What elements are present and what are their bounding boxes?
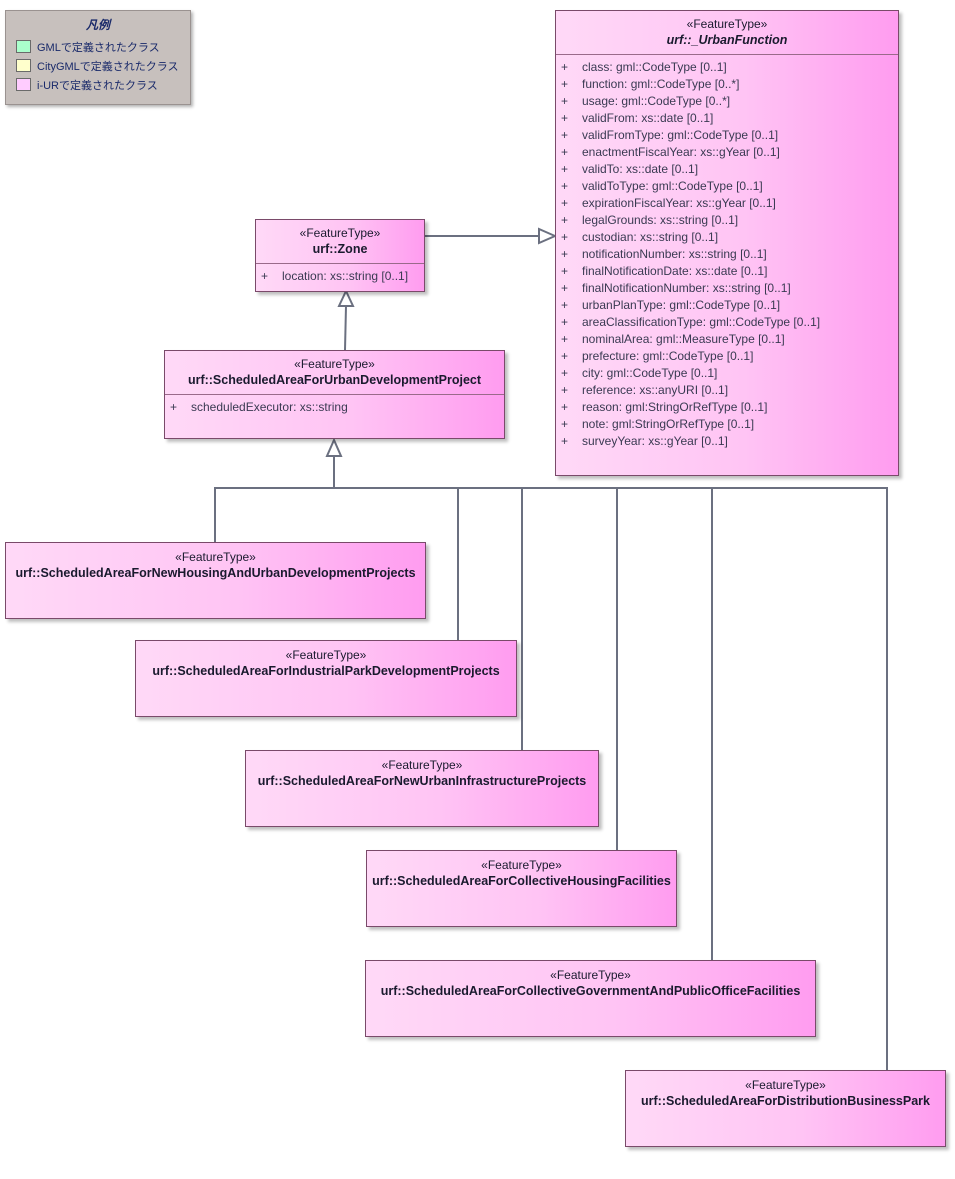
- stereotype-label: «FeatureType»: [686, 17, 768, 31]
- attribute-row: +enactmentFiscalYear: xs::gYear [0..1]: [561, 145, 780, 159]
- class-new-housing-urban-development[interactable]: «FeatureType» urf::ScheduledAreaForNewHo…: [5, 542, 426, 619]
- stereotype-label: «FeatureType»: [285, 648, 367, 662]
- class-collective-government-public-office[interactable]: «FeatureType» urf::ScheduledAreaForColle…: [365, 960, 816, 1037]
- legend: 凡例 GMLで定義されたクラス CityGMLで定義されたクラス i-URで定義…: [5, 10, 191, 105]
- attribute-row: +class: gml::CodeType [0..1]: [561, 60, 727, 74]
- class-urban-development-project[interactable]: «FeatureType» urf::ScheduledAreaForUrban…: [164, 350, 505, 439]
- attribute-row: +function: gml::CodeType [0..*]: [561, 77, 740, 91]
- class-industrial-park-development[interactable]: «FeatureType» urf::ScheduledAreaForIndus…: [135, 640, 517, 717]
- attribute-row: +expirationFiscalYear: xs::gYear [0..1]: [561, 196, 776, 210]
- stereotype-label: «FeatureType»: [299, 226, 381, 240]
- attribute-row: +validTo: xs::date [0..1]: [561, 162, 699, 176]
- attribute-row: +surveyYear: xs::gYear [0..1]: [561, 434, 728, 448]
- attribute-list: +scheduledExecutor: xs::string: [165, 394, 504, 416]
- attribute-list: +location: xs::string [0..1]: [256, 263, 424, 285]
- stereotype-label: «FeatureType»: [481, 858, 562, 872]
- attribute-row: +nominalArea: gml::MeasureType [0..1]: [561, 332, 785, 346]
- legend-label: CityGMLで定義されたクラス: [37, 60, 179, 73]
- class-name: urf::ScheduledAreaForUrbanDevelopmentPro…: [187, 373, 482, 387]
- class-distribution-business-park[interactable]: «FeatureType» urf::ScheduledAreaForDistr…: [625, 1070, 946, 1147]
- attribute-row: +notificationNumber: xs::string [0..1]: [561, 247, 767, 261]
- attribute-row: +finalNotificationNumber: xs::string [0.…: [561, 281, 791, 295]
- attribute-row: +reason: gml:StringOrRefType [0..1]: [561, 400, 768, 414]
- attribute-row: +usage: gml::CodeType [0..*]: [561, 94, 731, 108]
- generalization-arrowhead: [538, 227, 558, 245]
- legend-label: GMLで定義されたクラス: [37, 41, 160, 54]
- legend-item-gml: GMLで定義されたクラス: [16, 37, 190, 56]
- legend-title: 凡例: [85, 18, 110, 32]
- attribute-row: +finalNotificationDate: xs::date [0..1]: [561, 264, 768, 278]
- stereotype-label: «FeatureType»: [381, 758, 463, 772]
- legend-swatch: [16, 40, 31, 53]
- attribute-row: +custodian: xs::string [0..1]: [561, 230, 719, 244]
- attribute-row: +validFromType: gml::CodeType [0..1]: [561, 128, 779, 142]
- attribute-row: +legalGrounds: xs::string [0..1]: [561, 213, 739, 227]
- attribute-list: +class: gml::CodeType [0..1] +function: …: [556, 54, 898, 450]
- attribute-row: +location: xs::string [0..1]: [261, 269, 409, 283]
- legend-swatch: [16, 78, 31, 91]
- attribute-row: +reference: xs::anyURI [0..1]: [561, 383, 729, 397]
- class-name: urf::ScheduledAreaForCollectiveGovernmen…: [380, 984, 801, 998]
- class-new-urban-infrastructure[interactable]: «FeatureType» urf::ScheduledAreaForNewUr…: [245, 750, 599, 827]
- legend-item-citygml: CityGMLで定義されたクラス: [16, 56, 190, 75]
- class-name: urf::ScheduledAreaForNewHousingAndUrbanD…: [15, 566, 416, 580]
- class-name: urf::Zone: [312, 242, 368, 256]
- stereotype-label: «FeatureType»: [294, 357, 375, 371]
- attribute-row: +validFrom: xs::date [0..1]: [561, 111, 714, 125]
- stereotype-label: «FeatureType»: [745, 1078, 826, 1092]
- class-name: urf::_UrbanFunction: [666, 33, 788, 47]
- generalization-project-zone: [344, 305, 347, 351]
- attribute-row: +urbanPlanType: gml::CodeType [0..1]: [561, 298, 781, 312]
- attribute-row: +prefecture: gml::CodeType [0..1]: [561, 349, 754, 363]
- stereotype-label: «FeatureType»: [175, 550, 256, 564]
- attribute-row: +scheduledExecutor: xs::string: [170, 400, 348, 414]
- class-collective-housing-facilities[interactable]: «FeatureType» urf::ScheduledAreaForColle…: [366, 850, 677, 927]
- class-urban-function[interactable]: «FeatureType» urf::_UrbanFunction +class…: [555, 10, 899, 476]
- legend-label: i-URで定義されたクラス: [37, 79, 158, 92]
- attribute-row: +areaClassificationType: gml::CodeType […: [561, 315, 821, 329]
- class-zone[interactable]: «FeatureType» urf::Zone +location: xs::s…: [255, 219, 425, 292]
- attribute-row: +note: gml:StringOrRefType [0..1]: [561, 417, 755, 431]
- generalization-subclass-bus: [214, 487, 888, 1070]
- generalization-arrowhead: [337, 288, 355, 307]
- class-name: urf::ScheduledAreaForCollectiveHousingFa…: [372, 874, 671, 888]
- class-name: urf::ScheduledAreaForDistributionBusines…: [641, 1094, 930, 1108]
- attribute-row: +validToType: gml::CodeType [0..1]: [561, 179, 763, 193]
- generalization-arrowhead: [325, 437, 343, 457]
- class-name: urf::ScheduledAreaForIndustrialParkDevel…: [152, 664, 500, 678]
- legend-swatch: [16, 59, 31, 72]
- stereotype-label: «FeatureType»: [550, 968, 631, 982]
- legend-item-iur: i-URで定義されたクラス: [16, 75, 190, 94]
- attribute-row: +city: gml::CodeType [0..1]: [561, 366, 718, 380]
- class-name: urf::ScheduledAreaForNewUrbanInfrastruct…: [257, 774, 587, 788]
